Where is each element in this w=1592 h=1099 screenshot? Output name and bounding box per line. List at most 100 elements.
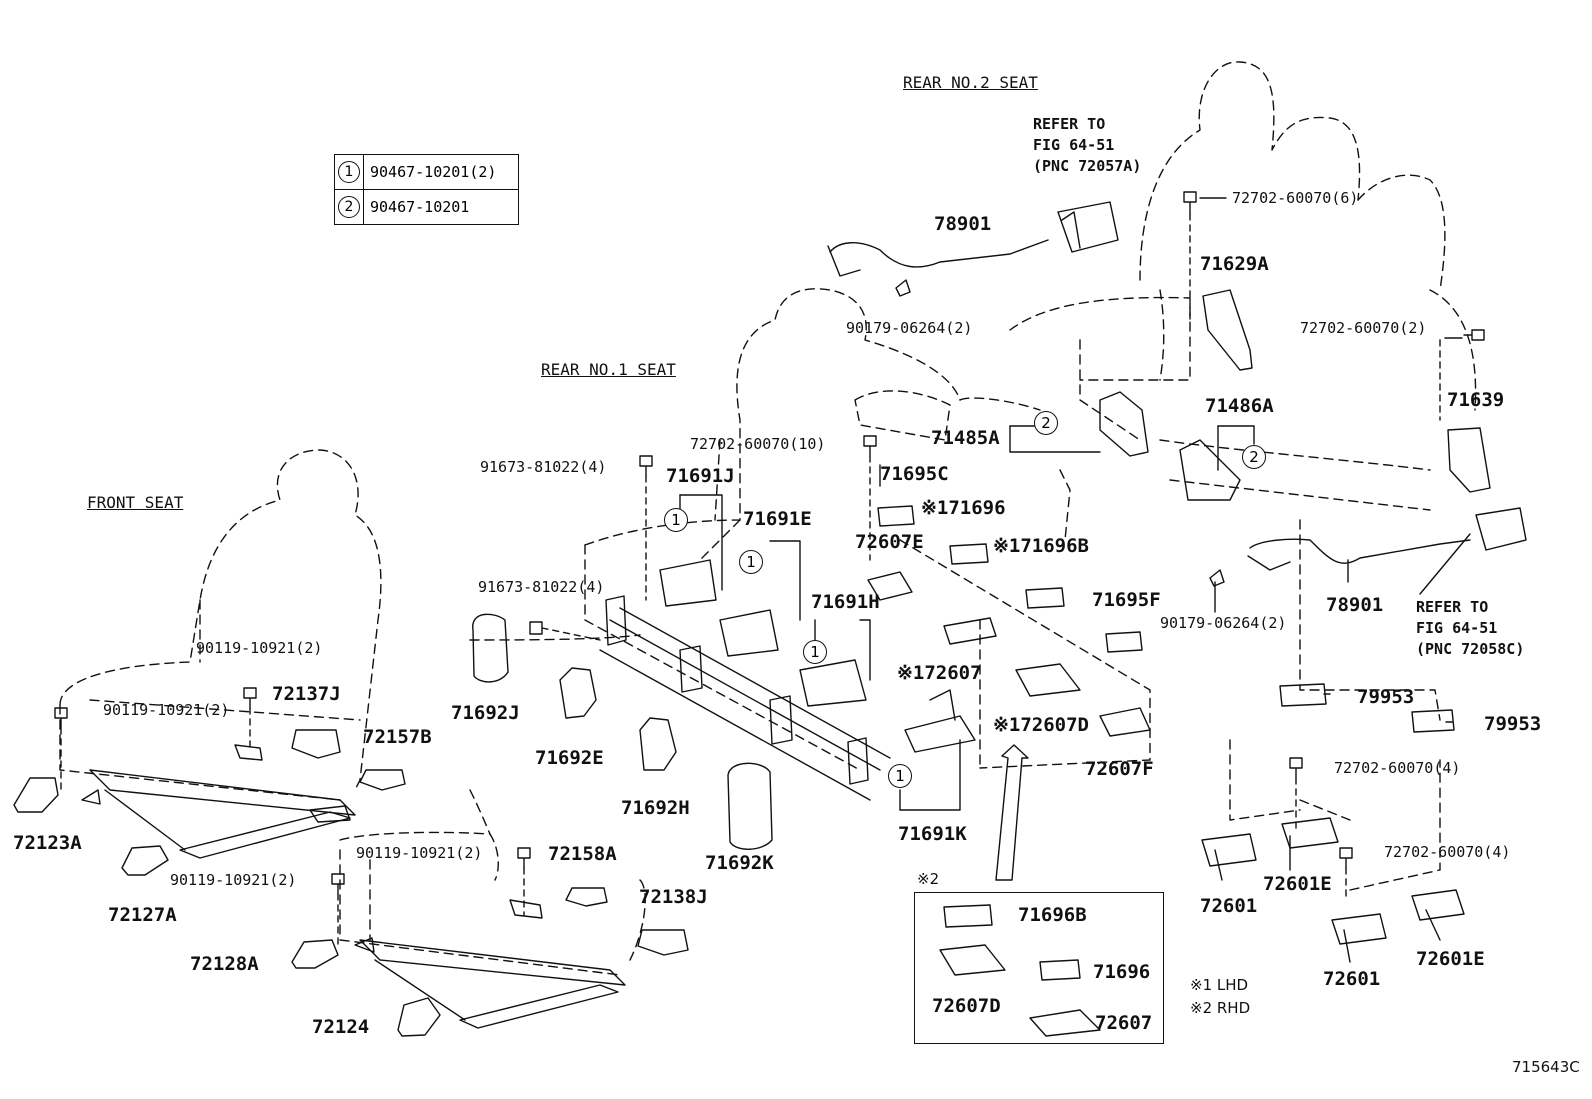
bracket-71486A xyxy=(1179,439,1241,501)
nut-label[interactable]: 90179-06264(2) xyxy=(1160,614,1287,632)
front-seat-rail-1 xyxy=(81,744,356,859)
rear-no1-seat-outline xyxy=(469,288,1151,771)
bracket-71485A xyxy=(1099,391,1149,457)
part-label[interactable]: 71629A xyxy=(1200,253,1269,275)
cover-71692J xyxy=(472,613,509,683)
part-label[interactable]: 72601E xyxy=(1263,873,1332,895)
rear-no2-seat-outline xyxy=(1009,61,1477,891)
part-label[interactable]: 72127A xyxy=(108,904,177,926)
bolt-label[interactable]: 72702-60070(4) xyxy=(1334,759,1461,777)
part-label[interactable]: 72138J xyxy=(639,886,708,908)
part-label[interactable]: 72123A xyxy=(13,832,82,854)
callout-1: 1 xyxy=(888,764,912,788)
part-label[interactable]: 71692H xyxy=(621,797,690,819)
part-label[interactable]: ※171696B xyxy=(993,535,1089,557)
cover-71692K xyxy=(727,762,773,850)
brackets-72607 xyxy=(867,571,1151,1037)
legend-table: 1 90467-10201(2) 2 90467-10201 xyxy=(334,154,519,225)
bolt-label[interactable]: 72702-60070(2) xyxy=(1300,319,1427,337)
part-label[interactable]: 71691H xyxy=(811,591,880,613)
rhd-box-title: ※2 xyxy=(917,870,940,888)
front-seat-rail-2 xyxy=(354,899,626,1029)
part-label[interactable]: 72607 xyxy=(1095,1012,1153,1034)
part-label[interactable]: 71639 xyxy=(1447,389,1505,411)
part-label[interactable]: ※171696 xyxy=(921,497,1006,519)
part-label[interactable]: 72607F xyxy=(1085,758,1154,780)
part-label[interactable]: 72137J xyxy=(272,683,341,705)
leader-lines xyxy=(679,197,1471,963)
part-label[interactable]: 79953 xyxy=(1357,686,1415,708)
cover-72137J xyxy=(291,729,341,759)
diagram-code: 715643C xyxy=(1512,1058,1580,1076)
legend-part-number[interactable]: 90467-10201 xyxy=(363,189,519,225)
cover-72158A xyxy=(565,887,608,907)
reference-lower[interactable]: REFER TO FIG 64-51 (PNC 72058C) xyxy=(1416,598,1525,658)
callout-symbol: 2 xyxy=(338,196,360,218)
bolt-label[interactable]: 90119-10921(2) xyxy=(103,701,230,719)
part-label[interactable]: 72601 xyxy=(1200,895,1258,917)
callout-1: 1 xyxy=(803,640,827,664)
part-label[interactable]: 78901 xyxy=(1326,594,1384,616)
part-label[interactable]: 71695C xyxy=(880,463,949,485)
bolt-label[interactable]: 91673-81022(4) xyxy=(478,578,605,596)
part-label[interactable]: 72601 xyxy=(1323,968,1381,990)
callout-1: 1 xyxy=(739,550,763,574)
bolt-icons-front xyxy=(54,191,1485,895)
part-label[interactable]: 72128A xyxy=(190,953,259,975)
bolt-label[interactable]: 72702-60070(6) xyxy=(1232,189,1359,207)
rhd-parts-box xyxy=(914,892,1164,1044)
cover-71692E xyxy=(559,667,597,719)
nut-label[interactable]: 90179-06264(2) xyxy=(846,319,973,337)
bolt-label[interactable]: 91673-81022(4) xyxy=(480,458,607,476)
bolt-label[interactable]: 90119-10921(2) xyxy=(356,844,483,862)
part-label[interactable]: 71692E xyxy=(535,747,604,769)
legend-row: 1 90467-10201(2) xyxy=(334,154,519,190)
arrow-to-rhd-box xyxy=(995,744,1029,881)
cover-72138J xyxy=(637,929,689,956)
part-label[interactable]: 72607E xyxy=(855,531,924,553)
part-label[interactable]: ※172607D xyxy=(993,714,1089,736)
callout-2: 2 xyxy=(1034,411,1058,435)
part-label[interactable]: 71691E xyxy=(743,508,812,530)
reference-upper[interactable]: REFER TO FIG 64-51 (PNC 72057A) xyxy=(1033,115,1142,175)
bolt-label[interactable]: 90119-10921(2) xyxy=(170,871,297,889)
latch-bases-no2 xyxy=(1201,817,1465,945)
part-label[interactable]: 71486A xyxy=(1205,395,1274,417)
part-label[interactable]: 71696B xyxy=(1018,904,1087,926)
part-label[interactable]: 72607D xyxy=(932,995,1001,1017)
part-label[interactable]: 71692J xyxy=(451,702,520,724)
part-label[interactable]: 78901 xyxy=(934,213,992,235)
section-rear-no2-seat: REAR NO.2 SEAT xyxy=(903,73,1038,92)
cover-72127A xyxy=(121,845,169,876)
cable-78901-upper xyxy=(827,201,1119,297)
part-label[interactable]: 72157B xyxy=(363,726,432,748)
bracket-71629A xyxy=(1202,289,1253,371)
note-rhd: ※2 RHD xyxy=(1190,999,1251,1017)
callout-1: 1 xyxy=(664,508,688,532)
cover-72157B xyxy=(359,769,406,791)
part-label[interactable]: 71485A xyxy=(931,427,1000,449)
part-label[interactable]: 72124 xyxy=(312,1016,370,1038)
section-front-seat: FRONT SEAT xyxy=(87,493,184,512)
part-label[interactable]: 71692K xyxy=(705,852,774,874)
rear-no1-rails xyxy=(599,559,976,801)
section-rear-no1-seat: REAR NO.1 SEAT xyxy=(541,360,676,379)
legend-part-number[interactable]: 90467-10201(2) xyxy=(363,154,519,190)
part-label[interactable]: 71696 xyxy=(1093,961,1151,983)
cover-72128A xyxy=(291,939,339,969)
front-seat-outline xyxy=(59,449,646,976)
bolt-label[interactable]: 72702-60070(10) xyxy=(690,435,826,453)
bolt-label[interactable]: 72702-60070(4) xyxy=(1384,843,1511,861)
part-label[interactable]: 79953 xyxy=(1484,713,1542,735)
part-label[interactable]: 72601E xyxy=(1416,948,1485,970)
cover-72124 xyxy=(397,997,441,1037)
bolt-label[interactable]: 90119-10921(2) xyxy=(196,639,323,657)
part-label[interactable]: 72158A xyxy=(548,843,617,865)
cover-71692H xyxy=(639,717,677,771)
part-label[interactable]: 71691K xyxy=(898,823,967,845)
part-label[interactable]: 71691J xyxy=(666,465,735,487)
part-label[interactable]: 71695F xyxy=(1092,589,1161,611)
cable-78901-lower xyxy=(1209,507,1527,587)
part-label[interactable]: ※172607 xyxy=(897,662,982,684)
cover-72123A xyxy=(13,777,59,813)
